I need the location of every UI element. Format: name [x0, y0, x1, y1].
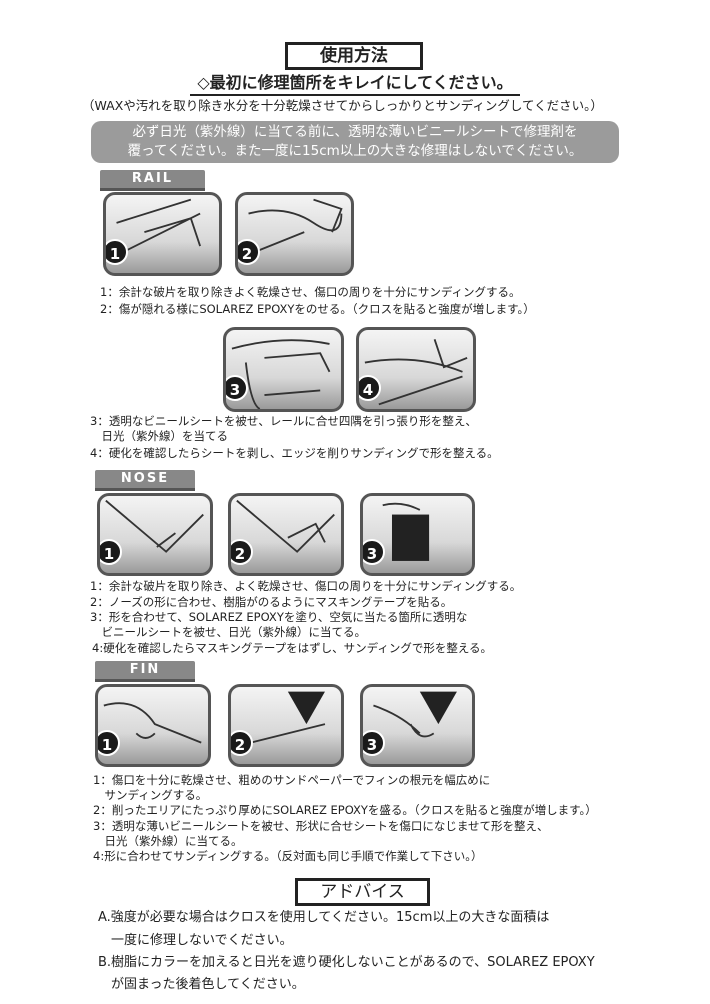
advice-b-cont: が固まった後着色してください。 [98, 977, 305, 992]
warning-line-2: 覆ってください。また一度に15cm以上の大きな修理はしないでください。 [127, 143, 583, 159]
nose-step-3-cont: ビニールシートを被せ、日光（紫外線）に当てる。 [90, 625, 366, 639]
rail-step-2: 2：傷が隠れる様にSOLAREZ EPOXYをのせる。（クロスを貼ると強度が増し… [100, 302, 535, 316]
section-tab-rail: RAIL [100, 170, 205, 191]
nose-illustration-2: 2 [228, 493, 344, 576]
rail-illustration-4: 4 [356, 327, 476, 412]
fin-step-1: 1：傷口を十分に乾燥させ、粗めのサンドペーパーでフィンの根元を幅広めに [93, 773, 491, 787]
fin-step-3-cont: 日光（紫外線）に当てる。 [93, 834, 243, 848]
step-number-2: 2 [231, 539, 253, 565]
nose-illustration-1: 1 [97, 493, 213, 576]
step-number-1: 1 [100, 539, 122, 565]
rail-step-1: 1：余計な破片を取り除きよく乾燥させ、傷口の周りを十分にサンディングする。 [100, 285, 521, 299]
step-number-4: 4 [359, 375, 381, 401]
fin-step-1-cont: サンディングする。 [93, 788, 208, 802]
prep-note: （WAXや汚れを取り除き水分を十分乾燥させてからしっかりとサンディングしてくださ… [82, 98, 603, 113]
usage-title: 使用方法 [285, 42, 423, 70]
fin-illustration-2: 2 [228, 684, 344, 767]
step-number-3: 3 [226, 375, 248, 401]
step-number-1: 1 [106, 239, 128, 265]
nose-illustration-3: 3 [360, 493, 475, 576]
nose-step-1: 1：余計な破片を取り除き、よく乾燥させ、傷口の周りを十分にサンディングする。 [90, 579, 522, 593]
rail-illustration-1: 1 [103, 192, 222, 276]
advice-b: B.樹脂にカラーを加えると日光を遮り硬化しないことがあるので、SOLAREZ E… [98, 955, 595, 970]
step-number-2: 2 [238, 239, 260, 265]
nose-step-4: 4:硬化を確認したらマスキングテープをはずし、サンディングで形を整える。 [92, 641, 493, 655]
step-number-2: 2 [231, 730, 253, 756]
rail-step-3-cont: 日光（紫外線）を当てる [90, 429, 228, 443]
rail-step-4: 4：硬化を確認したらシートを剥し、エッジを削りサンディングで形を整える。 [90, 446, 499, 460]
rail-illustration-3: 3 [223, 327, 344, 412]
nose-step-3: 3：形を合わせて、SOLAREZ EPOXYを塗り、空気に当たる箇所に透明な [90, 610, 468, 624]
fin-step-3: 3：透明な薄いビニールシートを被せ、形状に合せシートを傷口になじませて形を整え、 [93, 819, 549, 833]
advice-a: A.強度が必要な場合はクロスを使用してください。15cm以上の大きな面積は [98, 910, 550, 925]
rail-step-3: 3：透明なビニールシートを被せ、レールに合せ四隅を引っ張り形を整え、 [90, 414, 477, 428]
subtitle: ◇最初に修理箇所をキレイにしてください。 [190, 72, 520, 96]
step-number-1: 1 [98, 730, 120, 756]
step-number-3: 3 [363, 539, 385, 565]
fin-illustration-3: 3 [360, 684, 475, 767]
warning-line-1: 必ず日光（紫外線）に当てる前に、透明な薄いビニールシートで修理剤を [132, 124, 578, 140]
step-number-3: 3 [363, 730, 385, 756]
fin-step-2: 2：削ったエリアにたっぷり厚めにSOLAREZ EPOXYを盛る。（クロスを貼る… [93, 803, 597, 817]
advice-title: アドバイス [295, 878, 430, 906]
advice-a-cont: 一度に修理しないでください。 [98, 933, 293, 948]
fin-illustration-1: 1 [95, 684, 211, 767]
warning-banner: 必ず日光（紫外線）に当てる前に、透明な薄いビニールシートで修理剤を 覆ってくださ… [91, 121, 619, 163]
section-tab-fin: FIN [95, 661, 195, 682]
section-tab-nose: NOSE [95, 470, 195, 491]
fin-step-4: 4:形に合わせてサンディングする。（反対面も同じ手順で作業して下さい。） [93, 849, 483, 863]
rail-illustration-2: 2 [235, 192, 354, 276]
nose-step-2: 2：ノーズの形に合わせ、樹脂がのるようにマスキングテープを貼る。 [90, 595, 453, 609]
